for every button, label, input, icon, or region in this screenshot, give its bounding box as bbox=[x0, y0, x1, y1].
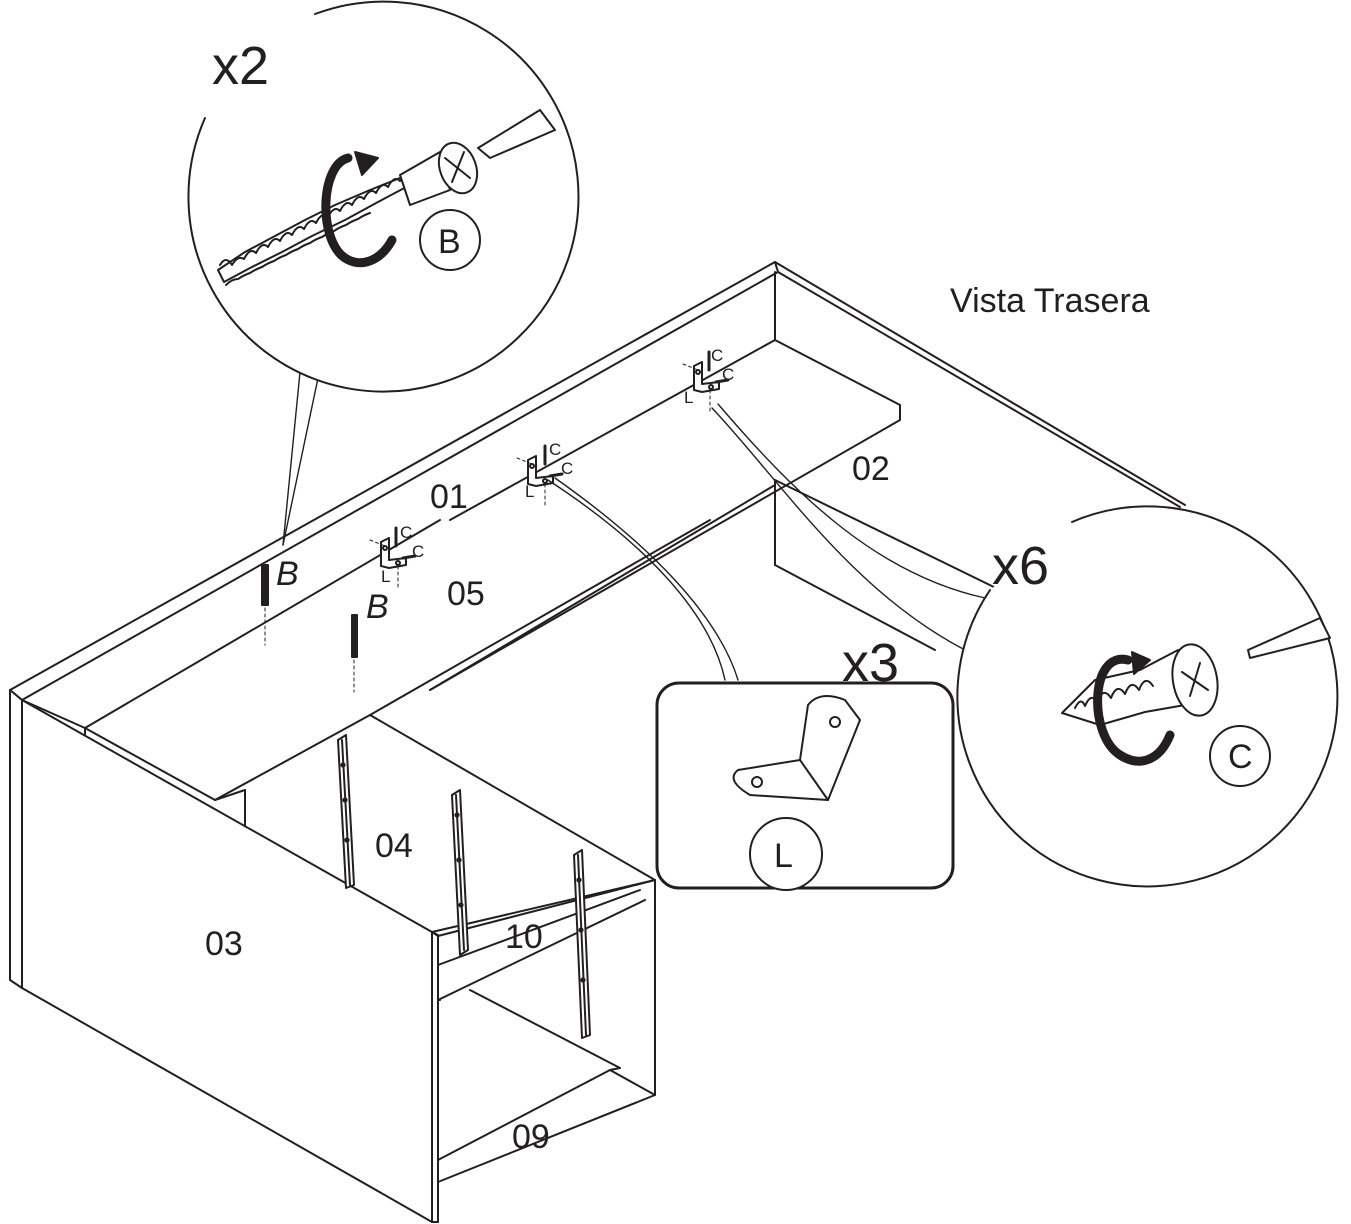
bracket-l-2 bbox=[516, 444, 564, 509]
quantity-c: x6 bbox=[992, 536, 1049, 596]
part-05: 05 bbox=[447, 575, 485, 613]
part-09: 09 bbox=[512, 1118, 550, 1156]
marker-c-1b: C bbox=[412, 542, 424, 561]
code-badge-c bbox=[1209, 725, 1271, 787]
code-b-label: B bbox=[438, 223, 461, 261]
quantity-b: x2 bbox=[212, 36, 269, 96]
callout-bracket-l bbox=[655, 681, 955, 891]
code-l-label: L bbox=[774, 837, 793, 875]
bracket-l-1 bbox=[369, 526, 417, 591]
marker-c-1a: C bbox=[400, 523, 412, 542]
marker-b-1: B bbox=[276, 555, 299, 593]
marker-c-3a: C bbox=[711, 346, 723, 365]
screw-b-2 bbox=[351, 614, 358, 693]
code-badge-b bbox=[419, 209, 481, 271]
marker-l-3: L bbox=[684, 388, 693, 407]
part-01: 01 bbox=[430, 478, 468, 516]
cabinet-outline bbox=[9, 261, 1186, 881]
drawer-slide-right bbox=[573, 849, 591, 1039]
screw-c-detail-icon bbox=[1061, 617, 1331, 726]
rotation-arrow-icon bbox=[321, 151, 397, 267]
bracket-l-detail-icon bbox=[732, 695, 861, 801]
screw-b-detail-icon bbox=[217, 109, 556, 286]
part-10: 10 bbox=[505, 918, 543, 956]
code-c-label: C bbox=[1228, 738, 1253, 776]
marker-c-2b: C bbox=[561, 459, 573, 478]
leader-lines bbox=[282, 371, 986, 681]
marker-b-2: B bbox=[366, 588, 389, 626]
drawer-slide-left bbox=[337, 734, 355, 889]
callout-screw-c bbox=[956, 505, 1339, 888]
part-04: 04 bbox=[375, 827, 413, 865]
marker-c-2a: C bbox=[549, 440, 561, 459]
part-02: 02 bbox=[852, 450, 890, 488]
quantity-l: x3 bbox=[842, 633, 899, 693]
part-03: 03 bbox=[205, 925, 243, 963]
front-frame bbox=[431, 879, 656, 1223]
rotation-arrow-c-icon bbox=[1093, 651, 1175, 766]
screw-b-1 bbox=[261, 564, 269, 646]
view-title: Vista Trasera bbox=[950, 282, 1150, 320]
drawer-slide-middle bbox=[451, 789, 469, 956]
bracket-l-3 bbox=[682, 350, 730, 415]
marker-l-1: L bbox=[381, 567, 390, 586]
code-badge-l bbox=[749, 817, 823, 891]
marker-c-3b: C bbox=[722, 365, 734, 384]
marker-l-2: L bbox=[525, 482, 534, 501]
callout-screw-b bbox=[187, 0, 580, 393]
